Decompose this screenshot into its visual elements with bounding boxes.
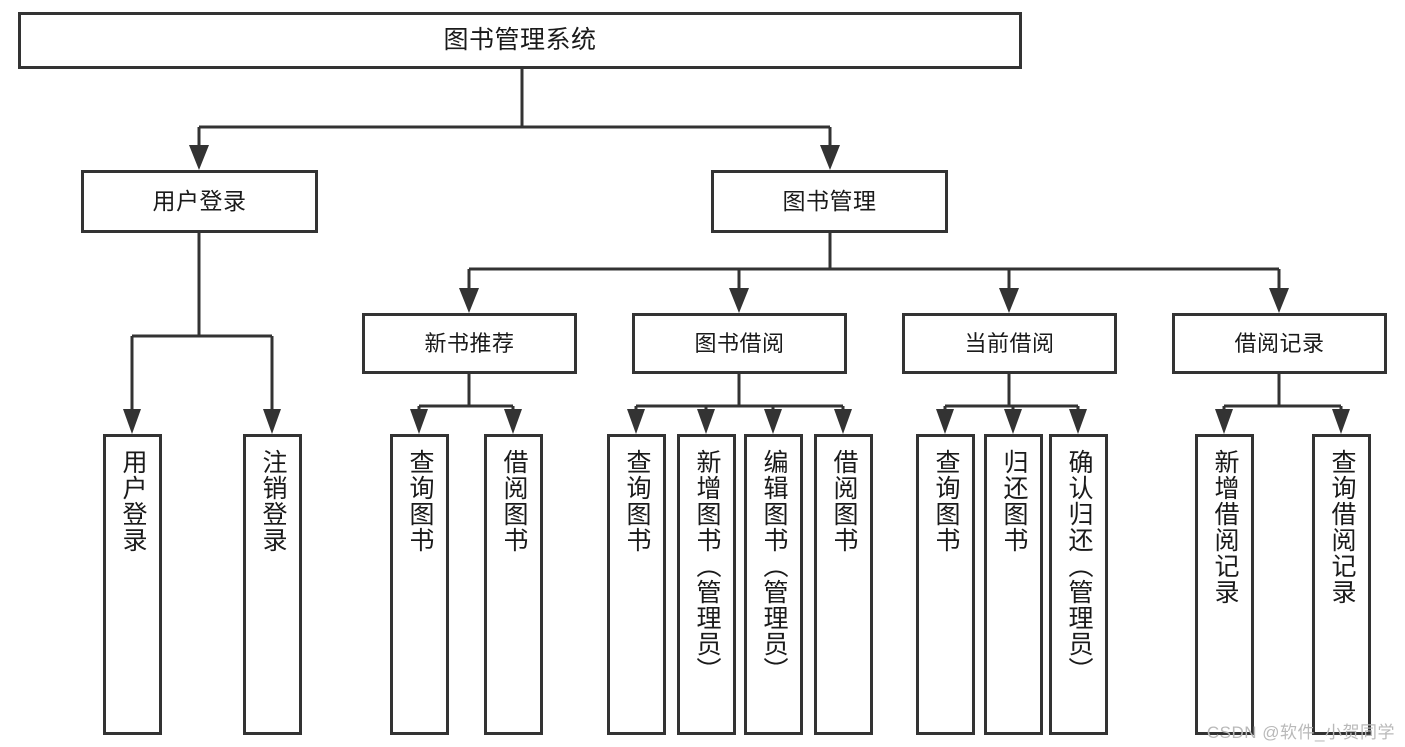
node-leaf-query-book-2[interactable]: 查询图书 bbox=[607, 434, 666, 735]
watermark: CSDN @软件_小贺同学 bbox=[1206, 723, 1395, 742]
node-leaf-confirm-return[interactable]: 确认归还（管理员） bbox=[1049, 434, 1108, 735]
arrowhead-current-borrow bbox=[999, 288, 1019, 313]
node-current-borrow[interactable]: 当前借阅 bbox=[902, 313, 1117, 374]
arrowhead-leaf-add-book bbox=[697, 409, 715, 434]
arrowhead-leaf-logout bbox=[263, 409, 281, 434]
node-leaf-edit-book[interactable]: 编辑图书（管理员） bbox=[744, 434, 803, 735]
arrowhead-leaf-user-login bbox=[123, 409, 141, 434]
node-borrow-record-label: 借阅记录 bbox=[1234, 330, 1325, 356]
arrowhead-leaf-borrow-2 bbox=[834, 409, 852, 434]
node-leaf-borrow-book-1-label: 借阅图书 bbox=[500, 449, 528, 553]
arrowhead-leaf-query-1 bbox=[410, 409, 428, 434]
arrowhead-leaf-query-3 bbox=[936, 409, 954, 434]
node-leaf-add-record-label: 新增借阅记录 bbox=[1211, 449, 1239, 605]
node-book-management-label: 图书管理 bbox=[782, 187, 877, 214]
arrowhead-leaf-add-record bbox=[1215, 409, 1233, 434]
node-leaf-borrow-book-1[interactable]: 借阅图书 bbox=[484, 434, 543, 735]
node-borrow-record[interactable]: 借阅记录 bbox=[1172, 313, 1387, 374]
node-leaf-query-book-1-label: 查询图书 bbox=[406, 449, 434, 553]
node-leaf-return-book-label: 归还图书 bbox=[1000, 449, 1028, 553]
node-leaf-add-book-label: 新增图书（管理员） bbox=[693, 449, 721, 683]
node-leaf-edit-book-label: 编辑图书（管理员） bbox=[760, 449, 788, 683]
node-leaf-add-record[interactable]: 新增借阅记录 bbox=[1195, 434, 1254, 735]
arrowhead-leaf-query-record bbox=[1332, 409, 1350, 434]
node-root[interactable]: 图书管理系统 bbox=[18, 12, 1022, 69]
node-book-borrow-label: 图书借阅 bbox=[694, 330, 785, 356]
node-leaf-return-book[interactable]: 归还图书 bbox=[984, 434, 1043, 735]
node-user-login-label: 用户登录 bbox=[152, 187, 247, 214]
node-leaf-query-record-label: 查询借阅记录 bbox=[1328, 449, 1356, 605]
arrowhead-new-book bbox=[459, 288, 479, 313]
arrowhead-leaf-edit-book bbox=[764, 409, 782, 434]
node-leaf-logout-login[interactable]: 注销登录 bbox=[243, 434, 302, 735]
arrowhead-book-management bbox=[820, 145, 840, 170]
arrowhead-borrow-record bbox=[1269, 288, 1289, 313]
node-leaf-query-book-1[interactable]: 查询图书 bbox=[390, 434, 449, 735]
node-leaf-confirm-return-label: 确认归还（管理员） bbox=[1065, 449, 1093, 683]
node-leaf-query-record[interactable]: 查询借阅记录 bbox=[1312, 434, 1371, 735]
arrowhead-user-login bbox=[189, 145, 209, 170]
node-new-book-recommend[interactable]: 新书推荐 bbox=[362, 313, 577, 374]
node-leaf-logout-login-label: 注销登录 bbox=[259, 449, 287, 553]
node-leaf-query-book-3[interactable]: 查询图书 bbox=[916, 434, 975, 735]
arrowhead-book-borrow bbox=[729, 288, 749, 313]
node-book-borrow[interactable]: 图书借阅 bbox=[632, 313, 847, 374]
arrowhead-leaf-query-2 bbox=[627, 409, 645, 434]
node-leaf-user-login-label: 用户登录 bbox=[119, 449, 147, 553]
arrowhead-leaf-confirm-return bbox=[1069, 409, 1087, 434]
node-leaf-borrow-book-2[interactable]: 借阅图书 bbox=[814, 434, 873, 735]
node-user-login[interactable]: 用户登录 bbox=[81, 170, 318, 233]
node-root-label: 图书管理系统 bbox=[443, 25, 597, 54]
node-current-borrow-label: 当前借阅 bbox=[964, 330, 1055, 356]
node-leaf-query-book-2-label: 查询图书 bbox=[623, 449, 651, 553]
node-leaf-user-login[interactable]: 用户登录 bbox=[103, 434, 162, 735]
node-book-management[interactable]: 图书管理 bbox=[711, 170, 948, 233]
node-leaf-borrow-book-2-label: 借阅图书 bbox=[830, 449, 858, 553]
node-new-book-recommend-label: 新书推荐 bbox=[424, 330, 515, 356]
node-leaf-add-book[interactable]: 新增图书（管理员） bbox=[677, 434, 736, 735]
node-leaf-query-book-3-label: 查询图书 bbox=[932, 449, 960, 553]
arrowhead-leaf-borrow-1 bbox=[504, 409, 522, 434]
arrowhead-leaf-return bbox=[1004, 409, 1022, 434]
